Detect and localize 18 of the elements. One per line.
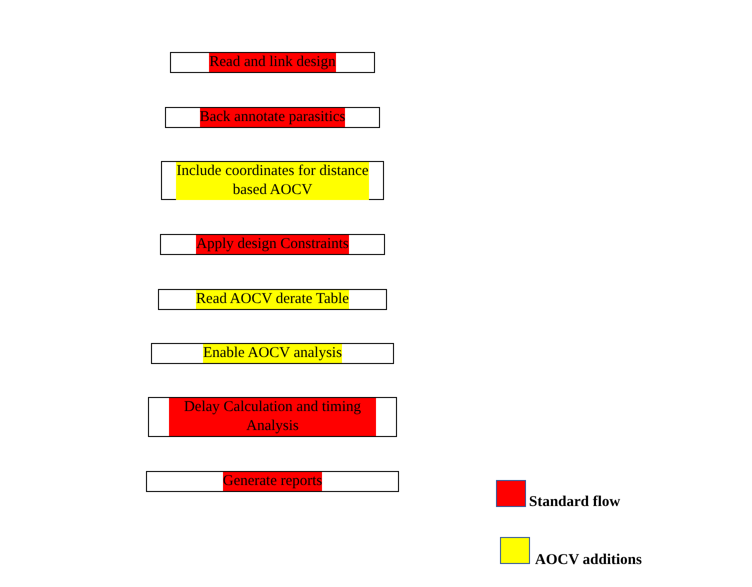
- legend-label: Standard flow: [529, 494, 620, 511]
- step-text: Apply design Constraints: [196, 235, 349, 254]
- process-box: [161, 161, 384, 200]
- step-text: Read AOCV derate Table: [196, 290, 349, 309]
- step-text: Generate reports: [222, 472, 322, 491]
- step-text: Enable AOCV analysis: [203, 344, 342, 363]
- process-box: [170, 52, 375, 73]
- step-text: Include coordinates for distance based AOCV: [176, 162, 369, 200]
- legend-label: AOCV additions: [535, 552, 642, 569]
- step-text: Back annotate parasitics: [200, 108, 346, 127]
- step-text: Read and link design: [209, 53, 336, 72]
- process-box: [151, 343, 394, 364]
- process-box: [165, 107, 380, 128]
- process-box: [146, 471, 399, 492]
- process-box: [160, 234, 385, 255]
- process-box: [148, 397, 397, 437]
- step-text: Delay Calculation and timing Analysis: [169, 398, 376, 436]
- process-box: [158, 289, 387, 310]
